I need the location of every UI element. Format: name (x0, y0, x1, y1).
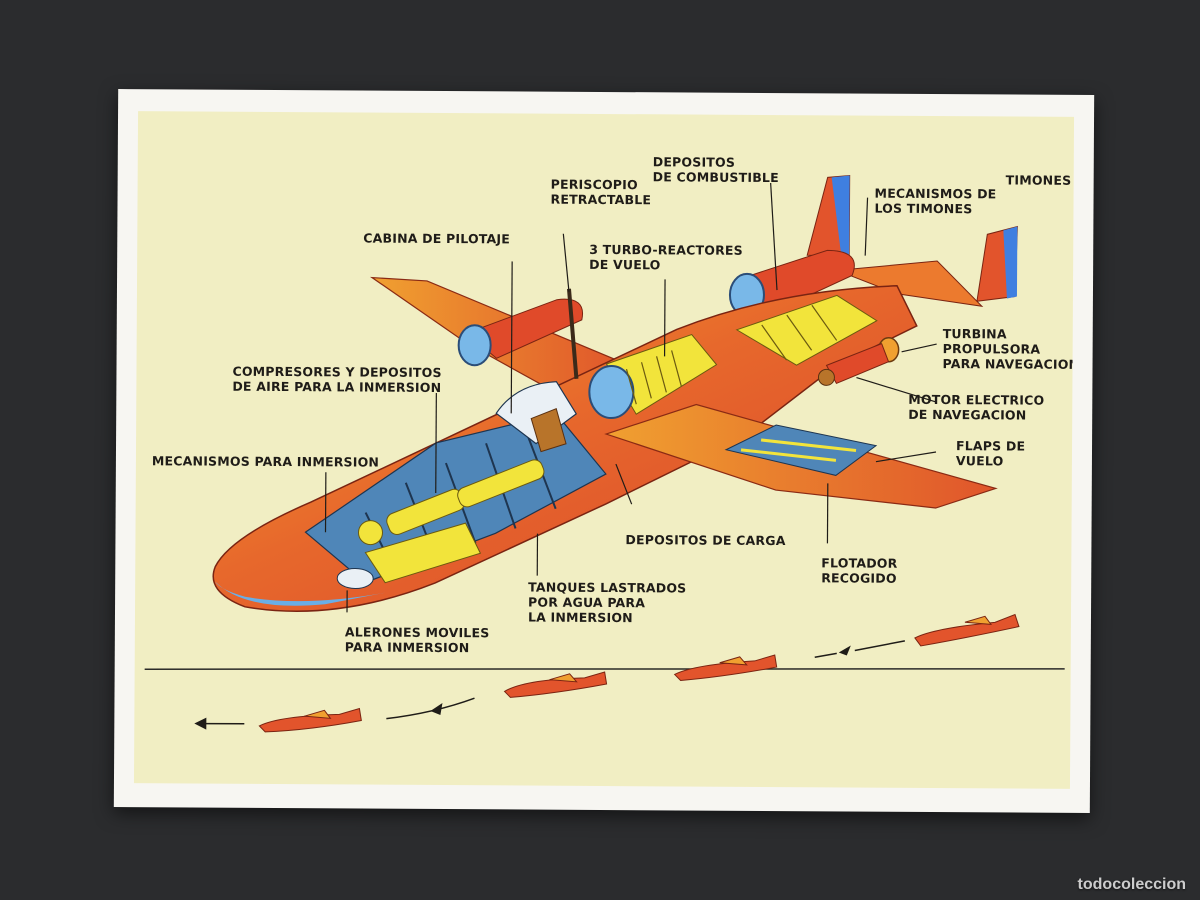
label-line: PARA NAVEGACION (942, 356, 1075, 372)
wing-cutaway (724, 424, 878, 476)
label-line: COMPRESORES Y DEPOSITOS (232, 363, 442, 381)
label-line: POR AGUA PARA (528, 594, 646, 611)
label-line: RETRACTABLE (550, 191, 652, 208)
label-line: MECANISMOS DE (874, 185, 997, 202)
craft-2 (673, 654, 778, 681)
label-line: FLOTADOR (821, 555, 898, 571)
bow-plane (336, 567, 374, 589)
label-mecanismos-inmersion: MECANISMOS PARA INMERSION (152, 453, 379, 469)
craft-3 (503, 671, 608, 698)
label-line: MOTOR ELECTRICO (908, 391, 1045, 408)
left-fin-blue-stripe (831, 175, 850, 256)
label-line: CABINA DE PILOTAJE (363, 230, 511, 247)
label-line: PERISCOPIO (550, 176, 638, 193)
far-wing-engine (457, 298, 584, 367)
label-line: TANQUES LASTRADOS (528, 579, 687, 596)
label-line: LOS TIMONES (874, 200, 973, 217)
label-line: 3 TURBO-REACTORES (589, 241, 743, 258)
label-line: DE AIRE PARA LA INMERSION (232, 378, 442, 396)
label-line: LA INMERSION (527, 609, 633, 626)
label-line: DEPOSITOS DE CARGA (625, 532, 786, 549)
label-cabina: CABINA DE PILOTAJE (363, 231, 510, 247)
central-turbo-engine (588, 333, 718, 420)
label-line: DE VUELO (589, 256, 661, 273)
label-line: DEPOSITOS (652, 154, 736, 170)
label-line: VUELO (955, 453, 1004, 469)
rear-fuel-tanks (735, 294, 878, 366)
periscope (566, 288, 579, 379)
label-line: ALERONES MOVILES (344, 624, 490, 641)
dive-sequence (258, 613, 1020, 733)
label-line: PARA INMERSION (344, 639, 470, 656)
label-line: TIMONES (1005, 172, 1072, 188)
navigation-turbine (817, 336, 900, 386)
label-line: FLAPS DE (955, 438, 1026, 454)
tail-stabilizer (836, 260, 984, 308)
label-line: RECOGIDO (821, 570, 897, 586)
aircraft-cutaway-illustration (144, 174, 1065, 733)
label-line: DE NAVEGACION (908, 406, 1027, 423)
label-line: DE COMBUSTIBLE (652, 169, 779, 186)
waterline (144, 668, 1065, 670)
label-line: PROPULSORA (942, 341, 1041, 357)
label-timones: TIMONES (1006, 172, 1072, 187)
craft-4 (258, 707, 362, 733)
cockpit (495, 381, 578, 453)
label-depositos-carga: DEPOSITOS DE CARGA (625, 532, 785, 548)
nose-blue-underside (215, 581, 386, 606)
label-line: MECANISMOS PARA INMERSION (151, 453, 380, 470)
right-fin-blue-stripe (1003, 226, 1018, 299)
craft-1 (914, 613, 1020, 647)
watermark-logo: todocoleccion (1077, 876, 1186, 893)
label-line: TURBINA (942, 326, 1007, 342)
